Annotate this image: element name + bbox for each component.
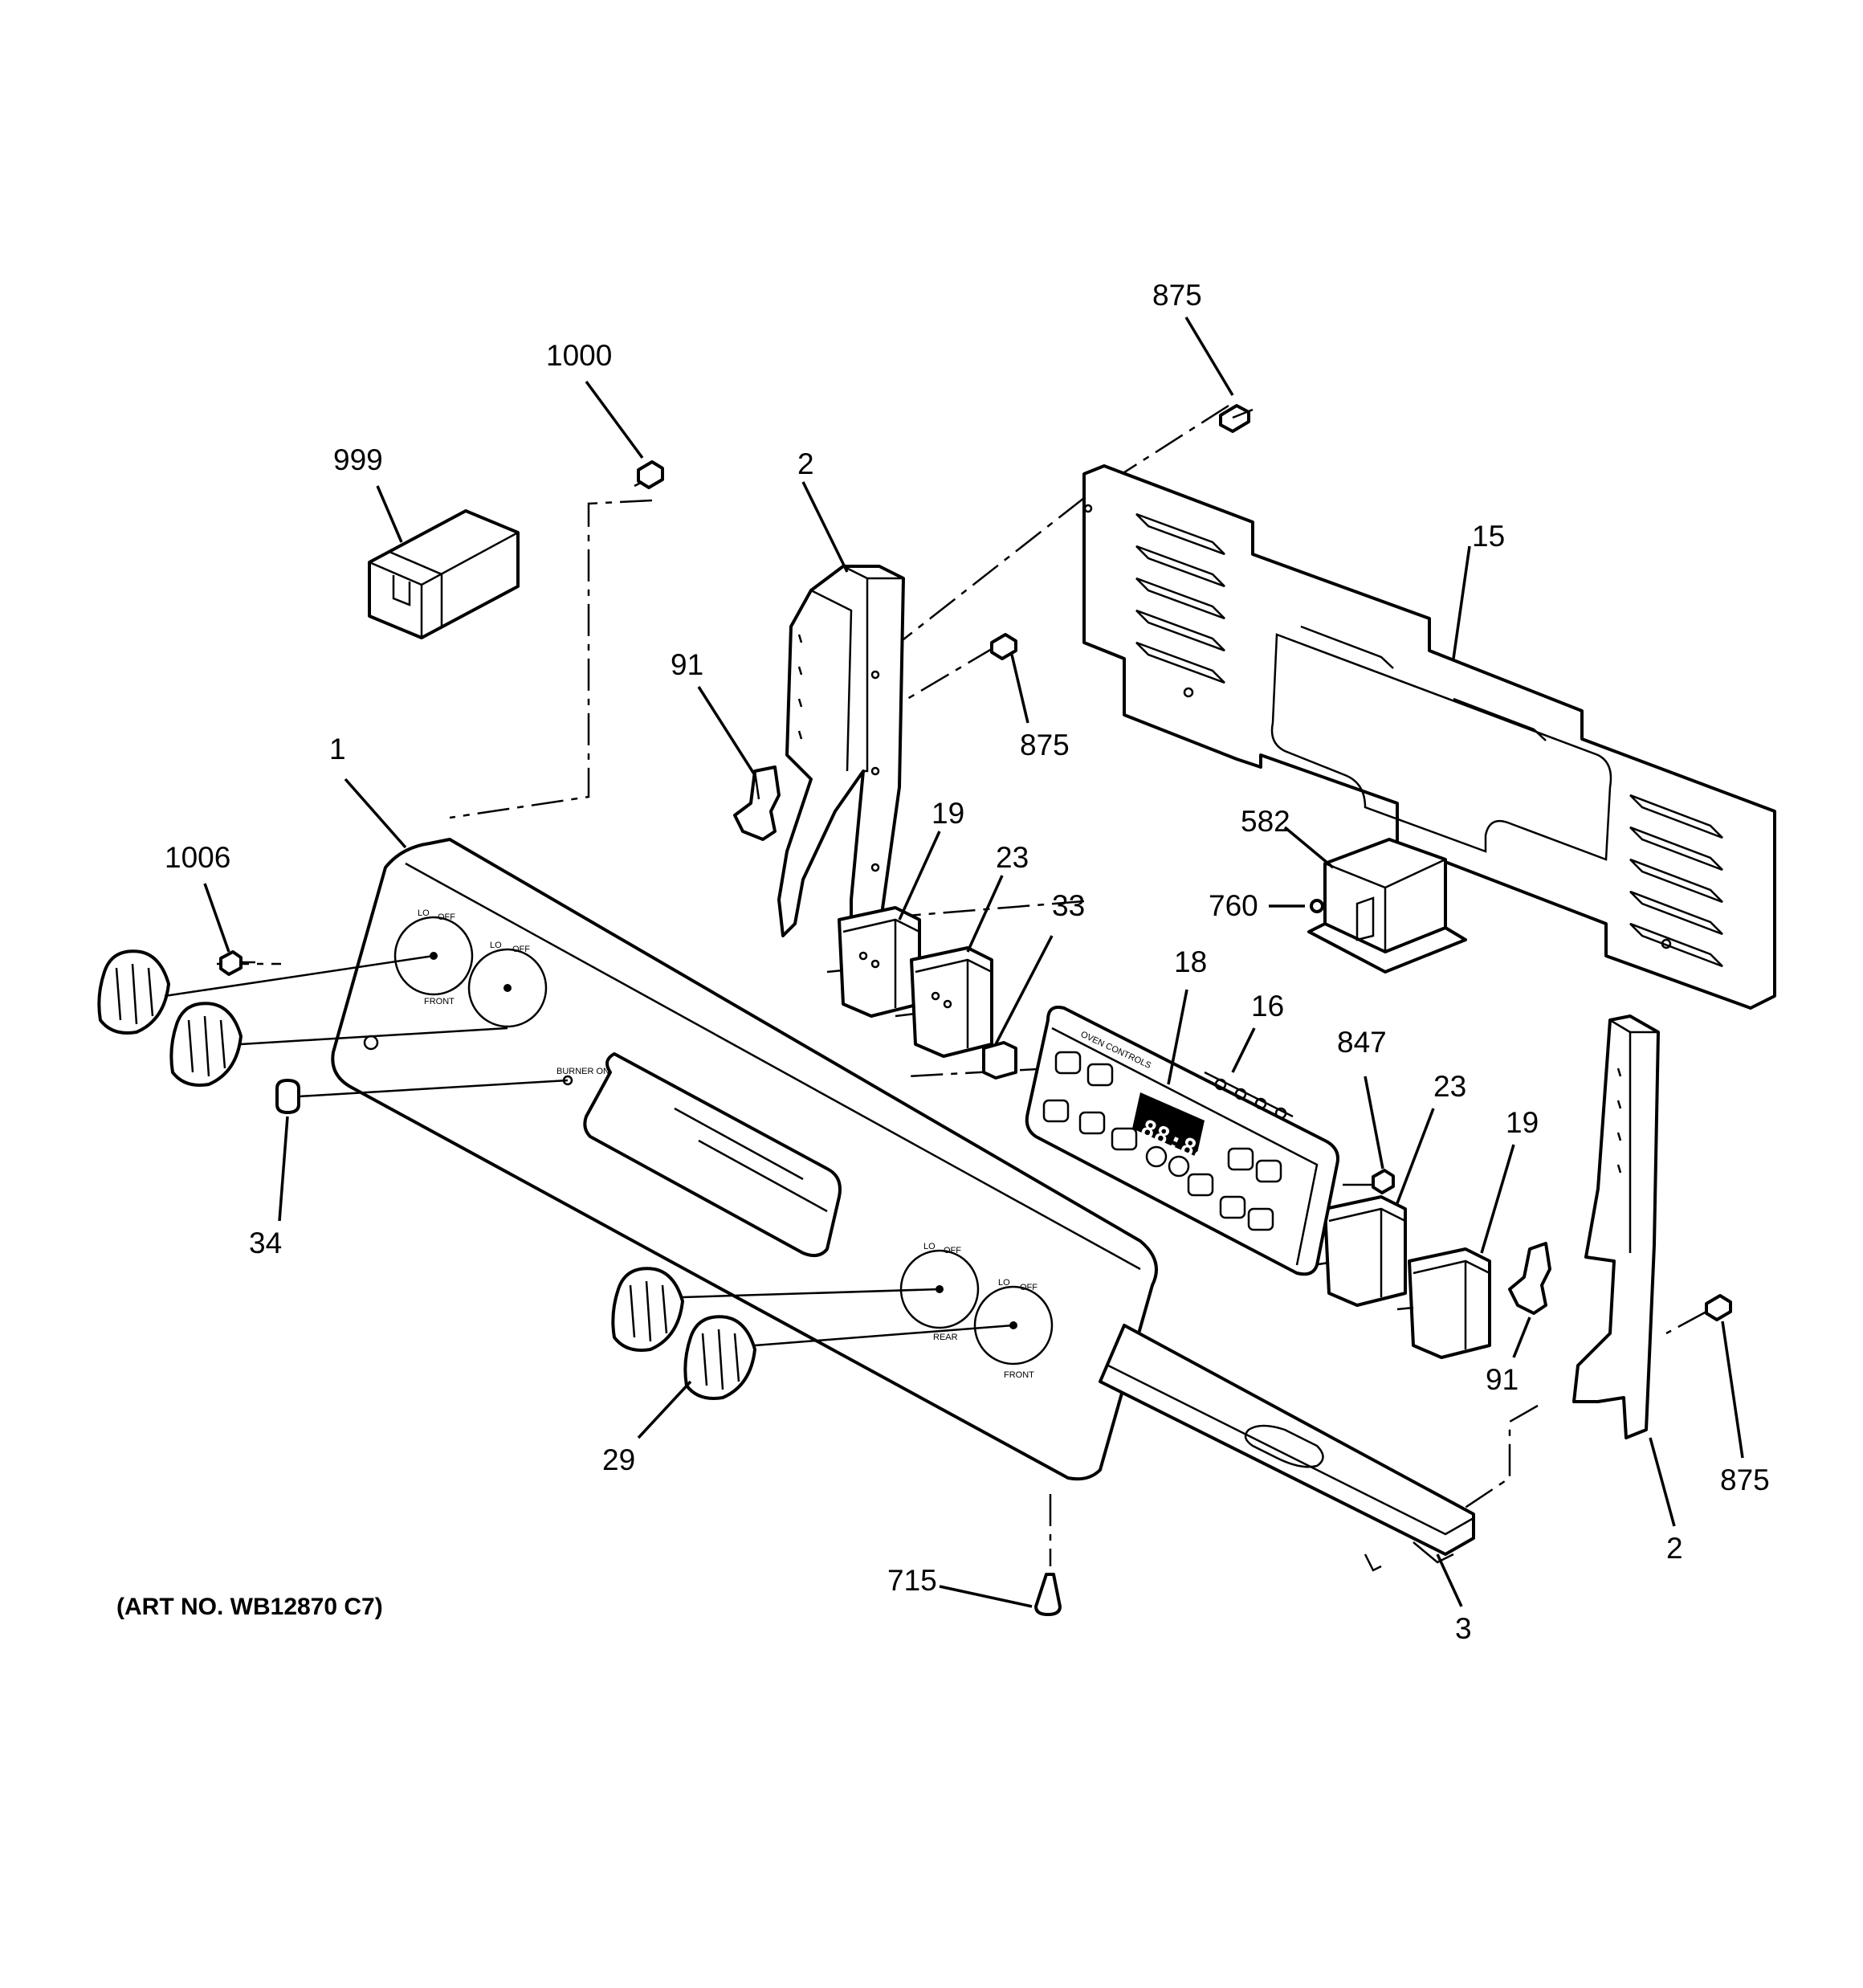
- callout-33: 33: [1052, 889, 1085, 922]
- leader-lines: [203, 316, 1744, 1608]
- callout-labels: 875 1000 999 2 15 91 875 1 582 1006 19 2…: [165, 279, 1770, 1645]
- callout-999: 999: [333, 443, 383, 476]
- screw-760: [1310, 899, 1324, 913]
- knob-4: [683, 1315, 1014, 1400]
- control-panel-backsplash: LO OFF LO OFF LO OFF LO OFF FRONT REAR F…: [331, 838, 1158, 1481]
- callout-1000: 1000: [546, 339, 612, 372]
- callout-16: 16: [1251, 990, 1284, 1023]
- btn-self-clean: [1111, 1127, 1138, 1151]
- callout-91-right: 91: [1486, 1363, 1519, 1396]
- btn-minus: [1168, 1155, 1190, 1178]
- switch-19-right: [1396, 1247, 1491, 1359]
- btn-start: [1086, 1063, 1114, 1087]
- callout-29: 29: [602, 1443, 635, 1476]
- callout-875-right: 875: [1720, 1463, 1770, 1496]
- btn-bake: [1054, 1051, 1082, 1075]
- btn-clock: [1255, 1159, 1282, 1183]
- panel-rear-label: REAR: [933, 1333, 958, 1342]
- callout-3: 3: [1455, 1612, 1472, 1645]
- callout-23-left: 23: [996, 841, 1029, 874]
- indicator-light-34: [275, 1079, 569, 1114]
- callout-875-mid: 875: [1020, 729, 1070, 761]
- panel-front-label: FRONT: [424, 997, 455, 1006]
- screw-715: [1034, 1573, 1062, 1616]
- transformer: [1307, 838, 1467, 974]
- screw-875-top: [1219, 404, 1254, 433]
- callout-15: 15: [1472, 520, 1505, 553]
- side-bracket-right: [1572, 1014, 1660, 1439]
- clip-left: [733, 765, 781, 841]
- switch-19-left: [826, 906, 921, 1018]
- btn-clear-off: [1078, 1111, 1106, 1135]
- callout-1: 1: [329, 733, 346, 765]
- callout-91-left: 91: [671, 648, 703, 681]
- panel-lo-3: LO: [923, 1242, 936, 1251]
- switch-23-left: [895, 946, 993, 1058]
- panel-off-3: OFF: [944, 1246, 961, 1255]
- screw-875-mid: [990, 633, 1017, 660]
- btn-kitchen-timer: [1227, 1147, 1254, 1171]
- dial-ring-3: [899, 1249, 980, 1329]
- art-number: (ART NO. WB12870 C7): [116, 1594, 383, 1620]
- panel-off-2: OFF: [512, 945, 530, 954]
- trim-strip: [1099, 1324, 1475, 1572]
- packaging-box: [368, 509, 520, 639]
- btn-start-time: [1247, 1207, 1274, 1231]
- switch-33: [982, 1041, 1017, 1080]
- screw-847: [1372, 1169, 1395, 1194]
- panel-off-1: OFF: [438, 912, 455, 922]
- callout-847: 847: [1337, 1026, 1387, 1059]
- btn-cooking-time: [1219, 1195, 1246, 1219]
- callout-23-right: 23: [1433, 1070, 1466, 1103]
- side-bracket-left: [777, 565, 905, 937]
- callout-19-right: 19: [1506, 1106, 1539, 1139]
- rear-bracket-panel: [1082, 464, 1776, 1010]
- btn-oven-light: [1187, 1173, 1214, 1197]
- screw-1000: [634, 460, 664, 489]
- callout-582: 582: [1241, 805, 1290, 838]
- clip-right: [1508, 1242, 1551, 1315]
- panel-lo-4: LO: [998, 1278, 1010, 1288]
- switch-23-right: [1312, 1195, 1407, 1307]
- dial-ring-4: [973, 1285, 1054, 1365]
- screw-875-right: [1705, 1294, 1732, 1321]
- callout-18: 18: [1174, 945, 1207, 978]
- panel-off-4: OFF: [1020, 1283, 1037, 1292]
- btn-broil: [1042, 1099, 1070, 1123]
- btn-plus: [1145, 1145, 1168, 1168]
- callout-875-top: 875: [1152, 279, 1202, 312]
- screw-1006: [219, 950, 255, 976]
- electronic-control-board: OVEN CONTROLS 88:88: [1025, 1006, 1339, 1276]
- knob-3: [611, 1267, 940, 1352]
- dial-ring-2: [467, 948, 548, 1028]
- callout-34: 34: [249, 1227, 282, 1259]
- knob-1: [97, 949, 434, 1035]
- callout-2-right: 2: [1666, 1532, 1683, 1565]
- knob-2: [169, 1002, 508, 1087]
- dial-ring-1: [393, 916, 474, 996]
- panel-lo-2: LO: [490, 941, 502, 950]
- callout-760: 760: [1209, 889, 1258, 922]
- callout-715: 715: [887, 1564, 937, 1597]
- burner-on-label: BURNER ON: [556, 1067, 609, 1076]
- callout-1006: 1006: [165, 841, 230, 874]
- panel-lo-1: LO: [418, 908, 430, 918]
- callout-2-left: 2: [797, 447, 814, 480]
- callout-19-left: 19: [932, 797, 964, 830]
- panel-front-label-2: FRONT: [1004, 1370, 1034, 1380]
